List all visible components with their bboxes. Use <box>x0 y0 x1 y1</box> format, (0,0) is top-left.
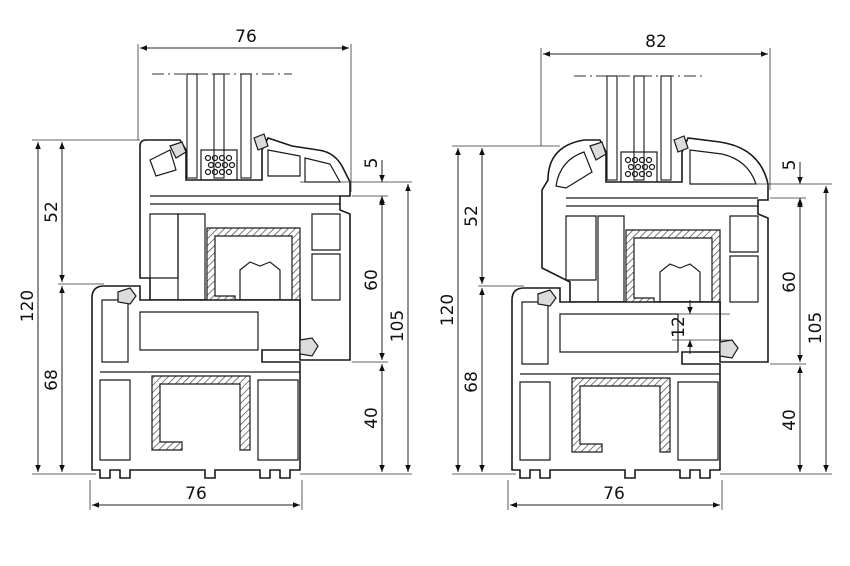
dim-top-width-right: 82 <box>540 32 771 190</box>
dims-right-side: 5 60 105 40 <box>300 158 412 475</box>
frame-steel-reinforcement <box>151 375 251 451</box>
label-top-width: 76 <box>235 27 257 47</box>
label-upper-height: 52 <box>42 201 62 223</box>
gasket-glass-inner <box>673 135 689 153</box>
gasket-glass-inner <box>253 133 269 151</box>
glazing-unit <box>606 75 672 183</box>
label-right-total: 105 <box>388 310 408 342</box>
gasket-outer-frame <box>537 289 557 307</box>
label-sash-height: 60 <box>780 271 800 293</box>
label-bottom-width: 76 <box>603 484 625 504</box>
label-top-width: 82 <box>645 32 667 52</box>
label-total-height: 120 <box>18 290 38 322</box>
dim-overlap: 12 <box>669 300 730 354</box>
dim-bottom-width-right: 76 <box>507 480 723 510</box>
label-lower-height: 68 <box>42 369 62 391</box>
dim-top-width-left: 76 <box>137 27 352 192</box>
sash-profile <box>139 137 351 361</box>
label-upper-height: 52 <box>462 205 482 227</box>
profile-left: 76 <box>18 27 412 510</box>
dims-right-side: 5 60 105 40 <box>720 160 832 475</box>
label-glass-offset: 5 <box>780 160 800 171</box>
dims-left-side: 120 52 68 <box>438 145 560 475</box>
label-bottom-width: 76 <box>185 484 207 504</box>
dims-left-side: 120 52 68 <box>18 139 140 475</box>
gasket-glass-outer <box>589 141 607 161</box>
frame-steel-reinforcement <box>571 377 671 453</box>
glazing-unit <box>186 73 252 181</box>
label-frame-height: 40 <box>362 407 382 429</box>
label-glass-offset: 5 <box>362 158 382 169</box>
label-total-height: 120 <box>438 294 458 326</box>
label-sash-height: 60 <box>362 269 382 291</box>
gasket-inner-frame <box>299 337 319 357</box>
gasket-outer-frame <box>117 287 137 305</box>
profile-right: 82 <box>438 32 832 510</box>
label-frame-height: 40 <box>780 409 800 431</box>
gasket-glass-outer <box>169 141 187 159</box>
sash-profile <box>541 137 769 363</box>
dim-bottom-width-left: 76 <box>89 480 303 510</box>
label-overlap: 12 <box>669 316 689 338</box>
label-lower-height: 68 <box>462 371 482 393</box>
label-right-total: 105 <box>806 312 826 344</box>
